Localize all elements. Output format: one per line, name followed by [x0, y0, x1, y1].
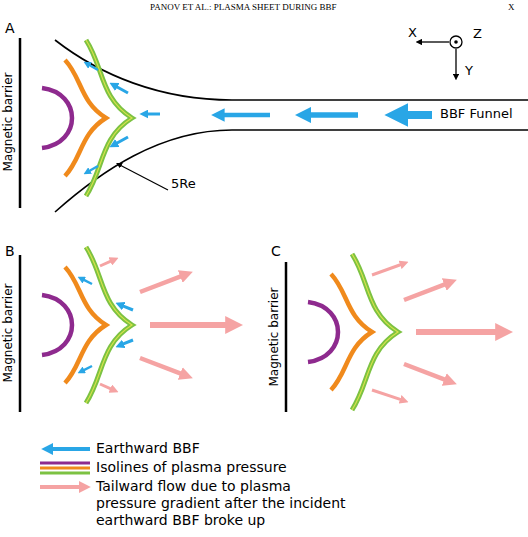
barrier-label: Magnetic barrier	[2, 72, 16, 171]
leader-arrow	[120, 165, 168, 190]
magnetic-barrier-line	[19, 38, 22, 208]
axis-z-symbol	[454, 40, 458, 44]
tailward-flow-arrow	[372, 264, 402, 275]
earthward-flow-arrow	[147, 113, 160, 116]
earthward-flow-arrow	[116, 137, 128, 144]
text-label: Z	[473, 27, 482, 42]
text-label: B	[5, 243, 15, 259]
text-label: A	[5, 20, 15, 36]
magnetic-barrier-line	[19, 255, 22, 412]
legend-swatch	[40, 467, 90, 470]
tailward-flow-arrow	[40, 485, 81, 489]
pressure-isoline	[42, 295, 72, 355]
earthward-flow-arrow	[116, 86, 128, 93]
pressure-isoline	[352, 254, 398, 410]
tailward-flow-arrow	[404, 364, 447, 380]
axis-z-symbol	[450, 36, 462, 48]
barrier-label: Magnetic barrier	[2, 283, 16, 382]
pressure-isoline	[86, 247, 132, 403]
funnel-boundary	[55, 40, 528, 100]
text-label: PANOV ET AL.: PLASMA SHEET DURING BBF	[150, 2, 336, 12]
legend-swatch	[40, 472, 90, 475]
tailward-flow-arrow	[404, 284, 447, 300]
earthward-flow-arrow	[89, 65, 98, 70]
legend-text: Tailward flow due to plasma pressure gra…	[96, 478, 346, 528]
text-label: Y	[465, 64, 473, 79]
pressure-isoline	[352, 254, 398, 410]
text-label: 5Re	[171, 177, 196, 192]
earthward-flow-arrow	[83, 279, 92, 284]
earthward-flow-arrow	[89, 166, 98, 171]
tailward-flow-arrow	[100, 261, 112, 266]
pressure-isoline	[86, 40, 132, 196]
barrier-label: Magnetic barrier	[268, 287, 282, 386]
text-label: X	[408, 26, 417, 41]
text-label: C	[271, 243, 281, 259]
legend-text: Isolines of plasma pressure	[96, 459, 287, 476]
magnetic-barrier-line	[285, 262, 288, 412]
tailward-flow-arrow	[140, 358, 183, 374]
earthward-flow-arrow	[404, 111, 432, 119]
legend-swatch	[40, 462, 90, 465]
legend-text: Earthward BBF	[96, 440, 200, 457]
tailward-flow-arrow	[100, 384, 112, 389]
tailward-flow-arrow	[150, 322, 229, 328]
earthward-flow-arrow	[51, 447, 90, 451]
pressure-isoline	[308, 302, 338, 362]
text-label: X	[508, 2, 515, 12]
tailward-flow-arrow	[416, 329, 499, 335]
leader-arrow	[455, 49, 456, 75]
earthward-flow-arrow	[122, 340, 133, 344]
funnel-boundary	[55, 130, 528, 212]
tailward-flow-arrow	[372, 390, 402, 400]
earthward-flow-arrow	[83, 366, 92, 371]
pressure-isoline	[86, 247, 132, 403]
earthward-flow-arrow	[222, 113, 270, 118]
pressure-isoline	[42, 88, 72, 148]
pressure-isoline	[86, 40, 132, 196]
text-label: BBF Funnel	[440, 107, 513, 122]
earthward-flow-arrow	[308, 112, 358, 118]
tailward-flow-arrow	[140, 276, 183, 292]
earthward-flow-arrow	[122, 306, 133, 310]
leader-arrow	[421, 41, 449, 42]
